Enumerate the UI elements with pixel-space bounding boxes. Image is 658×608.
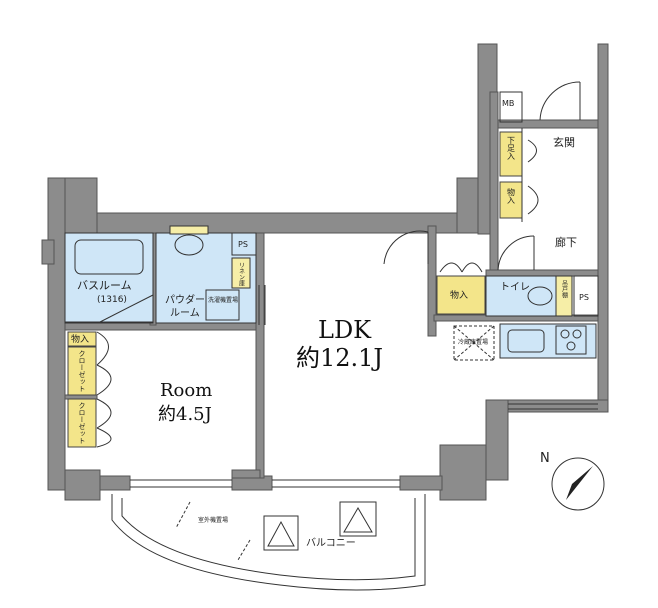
balcony-label: バルコニー xyxy=(306,537,356,549)
shoebox-label: 下足入 xyxy=(507,136,516,160)
ac-unit-label: 室外機置場 xyxy=(198,516,228,524)
bathroom-name: バスルーム xyxy=(77,279,132,292)
bathroom: バスルーム (1316) xyxy=(64,232,154,324)
storage-label-2: 物入 xyxy=(507,187,516,204)
storage-label-3: 物入 xyxy=(450,289,468,301)
corridor-label: 廊下 xyxy=(555,235,577,249)
entrance-area: MB 下足入 物入 玄関 廊下 xyxy=(497,81,581,271)
linen-label: リネン庫 xyxy=(238,262,245,287)
western-room: 物入 クローゼット クローゼット Room 約4.5J xyxy=(67,331,212,448)
room-size: 約4.5J xyxy=(158,404,212,425)
storage-label-1: 物入 xyxy=(71,333,89,345)
powder-name: パウダー xyxy=(165,293,205,306)
compass-letter: N xyxy=(540,451,550,466)
bathroom-size: (1316) xyxy=(97,295,127,305)
compass: N xyxy=(540,451,605,511)
ps-label-1: PS xyxy=(238,240,248,249)
powder-name2: ルーム xyxy=(170,307,200,319)
toilet: トイレ 吊戸棚 PS xyxy=(485,275,599,317)
ldk: LDK 約12.1J 冷蔵庫置場 xyxy=(296,230,597,372)
powder-room: パウダー ルーム 洗濯機置場 リネン庫 PS xyxy=(155,225,257,324)
toilet-label: トイレ xyxy=(500,282,530,293)
ps-label-2: PS xyxy=(579,293,589,302)
ldk-name: LDK xyxy=(318,316,372,344)
entrance-label: 玄関 xyxy=(553,135,575,149)
mb-label: MB xyxy=(502,99,514,108)
closet-label-2: クローゼット xyxy=(78,402,86,444)
shelf-label: 吊戸棚 xyxy=(561,280,568,299)
windows xyxy=(130,285,598,488)
balcony: 室外機置場 バルコニー xyxy=(111,494,426,591)
storage-3: 物入 xyxy=(436,262,486,315)
room-name: Room xyxy=(160,380,212,401)
ldk-size: 約12.1J xyxy=(296,344,383,372)
fridge-label: 冷蔵庫置場 xyxy=(458,338,488,346)
closet-label-1: クローゼット xyxy=(78,350,86,392)
washer-label: 洗濯機置場 xyxy=(208,296,238,304)
